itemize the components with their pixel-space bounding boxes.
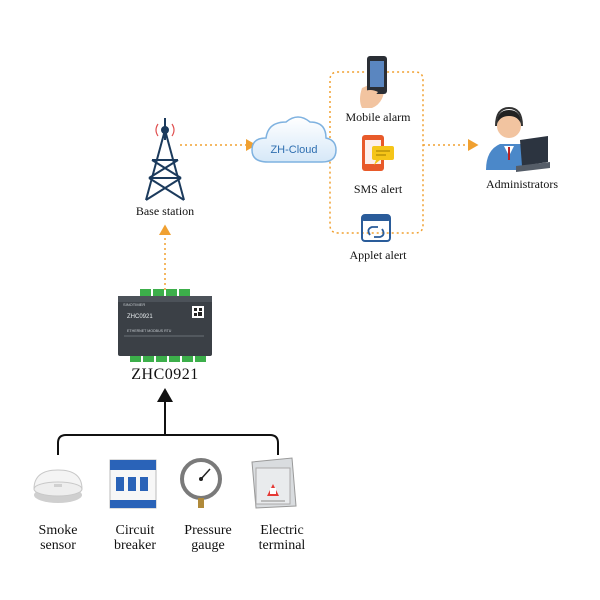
sensor-label-line2: terminal bbox=[258, 538, 306, 553]
sensor-label-line1: Smoke bbox=[38, 523, 78, 538]
device-brand-text: SINOTIMER bbox=[123, 302, 145, 307]
sensor-bus bbox=[57, 434, 279, 455]
sensor-label-line2: gauge bbox=[191, 538, 225, 553]
applet-alert-icon bbox=[361, 214, 391, 242]
mobile-alarm-label: Mobile alarm bbox=[345, 110, 411, 124]
cloud-icon bbox=[251, 116, 337, 163]
base-station-icon bbox=[145, 118, 185, 201]
alerts-bracket bbox=[329, 71, 424, 234]
sensor-label-smoke: Smoke sensor bbox=[18, 523, 98, 553]
sms-alert-label: SMS alert bbox=[353, 182, 403, 196]
sensor-label-gauge: Pressure gauge bbox=[168, 523, 248, 553]
zhc0921-device-icon: SINOTIMER ZHC0921 ETHERNET MODBUS RTU bbox=[118, 289, 212, 362]
device-model-text: ZHC0921 bbox=[127, 314, 153, 320]
sms-alert-icon bbox=[362, 135, 394, 171]
device-name-label: ZHC0921 bbox=[131, 366, 199, 383]
administrator-icon bbox=[486, 106, 550, 172]
mobile-alarm-icon bbox=[360, 56, 387, 108]
electric-terminal-icon bbox=[251, 457, 297, 509]
cloud-label: ZH-Cloud bbox=[270, 144, 317, 156]
applet-alert-label: Applet alert bbox=[349, 248, 407, 262]
sensor-label-terminal: Electric terminal bbox=[242, 523, 322, 553]
pressure-gauge-icon bbox=[180, 458, 222, 508]
solid-connectors bbox=[57, 388, 279, 455]
base-station-label: Base station bbox=[135, 204, 195, 218]
smoke-sensor-icon bbox=[33, 469, 83, 503]
sensor-label-line1: Electric bbox=[260, 523, 304, 538]
dotted-connectors bbox=[159, 71, 479, 290]
sensor-label-line1: Pressure bbox=[184, 523, 232, 538]
sensor-label-line1: Circuit bbox=[115, 523, 155, 538]
sensor-label-line2: breaker bbox=[114, 538, 156, 553]
sensor-label-breaker: Circuit breaker bbox=[95, 523, 175, 553]
administrators-label: Administrators bbox=[486, 177, 558, 191]
circuit-breaker-icon bbox=[109, 459, 157, 509]
device-sub-text: ETHERNET MODBUS RTU bbox=[127, 329, 172, 333]
sensor-label-line2: sensor bbox=[40, 538, 76, 553]
